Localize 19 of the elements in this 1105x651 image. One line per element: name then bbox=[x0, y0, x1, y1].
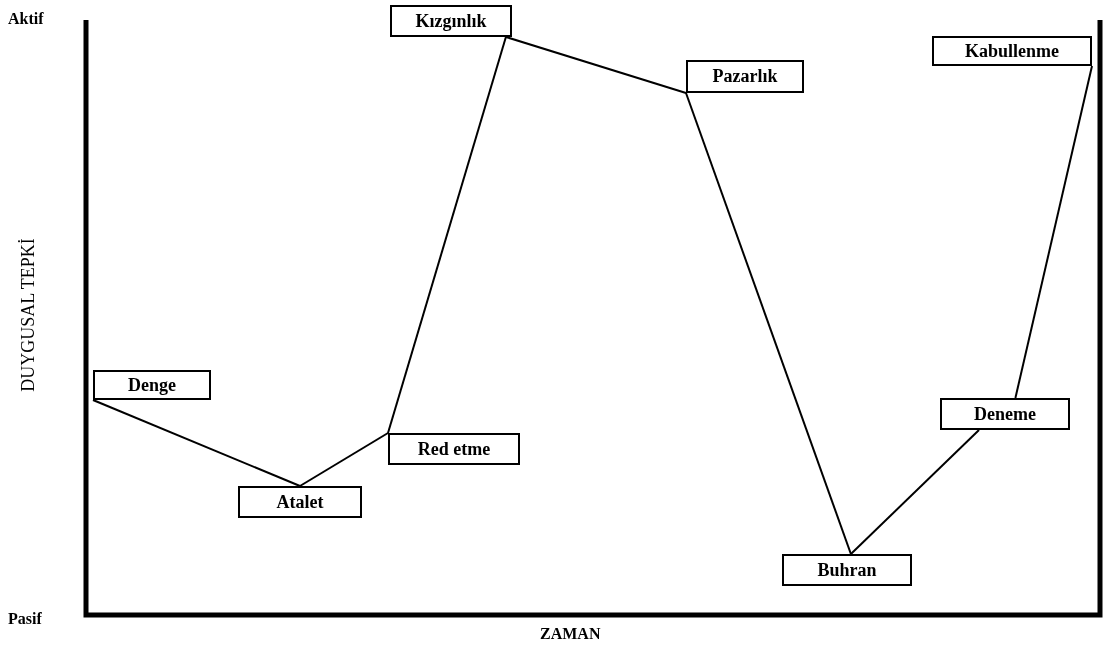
axis-title: DUYGUSAL TEPKİ bbox=[17, 238, 39, 392]
line-segment bbox=[299, 432, 389, 487]
line-segment bbox=[1014, 65, 1093, 399]
stage-label: Red etme bbox=[388, 433, 520, 465]
line-segment bbox=[504, 36, 687, 94]
axis-label: Aktif bbox=[8, 10, 44, 28]
stage-label: Denge bbox=[93, 370, 211, 400]
line-segment bbox=[92, 399, 301, 487]
axis-title: ZAMAN bbox=[540, 625, 601, 643]
line-segment bbox=[387, 36, 507, 434]
axis-label: Pasif bbox=[8, 610, 42, 628]
stage-label: Kabullenme bbox=[932, 36, 1092, 66]
stage-label: Atalet bbox=[238, 486, 362, 518]
stage-label: Deneme bbox=[940, 398, 1070, 430]
line-segment bbox=[849, 429, 980, 555]
line-segment bbox=[685, 92, 852, 555]
stage-label: Kızgınlık bbox=[390, 5, 512, 37]
stage-label: Buhran bbox=[782, 554, 912, 586]
stage-label: Pazarlık bbox=[686, 60, 804, 93]
